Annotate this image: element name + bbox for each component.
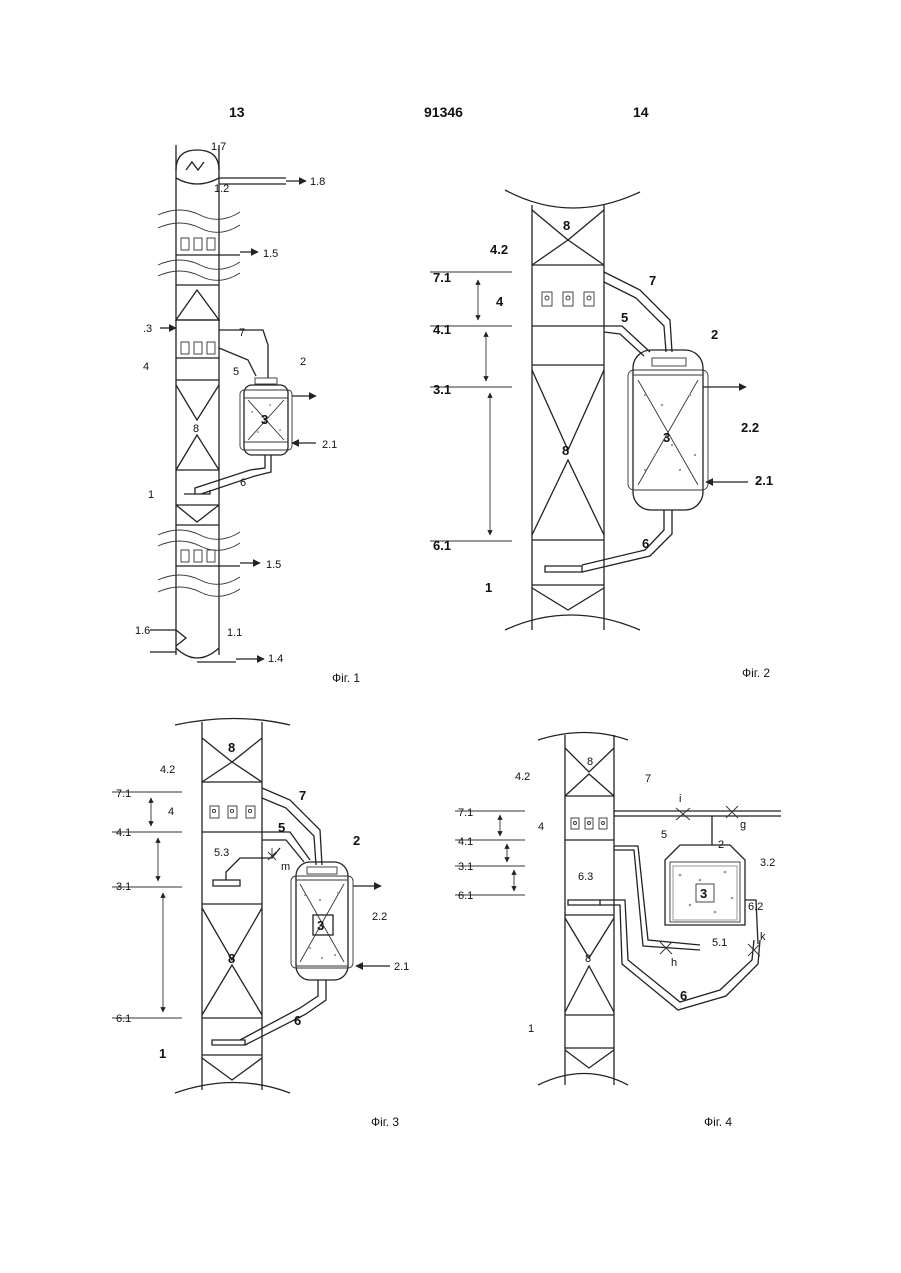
fig1-label-5: 5	[233, 366, 239, 378]
fig3-reactor	[226, 788, 390, 1045]
fig1-label-2.1: 2.1	[322, 439, 337, 451]
fig4-label-g: g	[740, 819, 746, 831]
fig3-caption: Фіг. 3	[371, 1115, 399, 1129]
fig3-label-6: 6	[294, 1013, 301, 1028]
fig4-label-6: 6	[680, 988, 687, 1003]
fig4-label-k: k	[760, 931, 766, 943]
fig1-label-1: 1	[148, 489, 154, 501]
fig1-column	[150, 145, 306, 662]
fig4-label-6.1: 6.1	[458, 890, 473, 902]
fig2-column	[505, 190, 640, 630]
fig1-label-8: 8	[193, 423, 199, 435]
fig4-label-i: i	[679, 793, 681, 805]
fig1-label-1.4: 1.4	[268, 653, 283, 665]
fig4-label-7: 7	[645, 773, 651, 785]
fig1-label-1.5-upper: 1.5	[263, 248, 278, 260]
fig2-caption: Фіг. 2	[742, 666, 770, 680]
fig4-label-6.3: 6.3	[578, 871, 593, 883]
fig2-dimensions	[430, 272, 512, 541]
fig2-label-3.1: 3.1	[433, 382, 451, 397]
fig3-column	[175, 719, 290, 1094]
fig4-label-6.2: 6.2	[748, 901, 763, 913]
fig3-label-8-top: 8	[228, 740, 235, 755]
fig2-label-4.2: 4.2	[490, 242, 508, 257]
fig1-label-1.5-lower: 1.5	[266, 559, 281, 571]
fig3-label-4.2: 4.2	[160, 764, 175, 776]
fig4-caption: Фіг. 4	[704, 1115, 732, 1129]
fig3-label-8: 8	[228, 951, 235, 966]
fig1-label-6: 6	[240, 477, 246, 489]
figure-2: 8 4.2 7.1 4 7 5 4.1 2 3.1 3 8 2.2 2.1 6.…	[430, 190, 773, 680]
fig2-label-6.1: 6.1	[433, 538, 451, 553]
fig1-caption: Фіг. 1	[332, 671, 360, 685]
fig1-label-2: 2	[300, 356, 306, 368]
fig1-label-1.2: 1.2	[214, 183, 229, 195]
fig2-label-4.1: 4.1	[433, 322, 451, 337]
figure-4: 8 4.2 7 i g 7.1 4 5 4.1 2 3.2 3.1 6.3 3 …	[455, 733, 781, 1130]
fig3-label-3.1: 3.1	[116, 881, 131, 893]
fig4-label-3.1: 3.1	[458, 861, 473, 873]
fig1-label-1.8: 1.8	[310, 176, 325, 188]
fig3-label-5.3: 5.3	[214, 847, 229, 859]
fig2-label-8-top: 8	[563, 218, 570, 233]
fig4-label-2: 2	[718, 839, 724, 851]
fig3-label-4: 4	[168, 806, 174, 818]
fig2-label-7: 7	[649, 273, 656, 288]
fig1-label-3: 3	[261, 412, 268, 427]
fig3-label-6.1: 6.1	[116, 1013, 131, 1025]
fig2-label-2: 2	[711, 327, 718, 342]
fig1-label-4: 4	[143, 361, 149, 373]
fig4-dimensions	[455, 811, 525, 895]
fig2-label-2.1: 2.1	[755, 473, 773, 488]
fig2-label-8: 8	[562, 443, 569, 458]
fig2-label-7.1: 7.1	[433, 270, 451, 285]
fig3-label-7: 7	[299, 788, 306, 803]
fig3-label-2: 2	[353, 833, 360, 848]
fig3-label-4.1: 4.1	[116, 827, 131, 839]
fig2-label-6: 6	[642, 536, 649, 551]
fig2-label-4: 4	[496, 294, 504, 309]
fig1-label-1.3: .3	[143, 323, 152, 335]
fig4-label-8: 8	[585, 953, 591, 965]
fig2-reactor	[582, 272, 748, 572]
fig4-label-4.1: 4.1	[458, 836, 473, 848]
fig3-dimensions	[112, 792, 182, 1018]
fig4-label-4: 4	[538, 821, 544, 833]
fig3-label-3: 3	[317, 918, 324, 933]
fig4-label-5: 5	[661, 829, 667, 841]
fig4-label-3: 3	[700, 886, 707, 901]
fig3-label-5: 5	[278, 820, 285, 835]
fig3-label-2.2: 2.2	[372, 911, 387, 923]
fig2-label-3: 3	[663, 430, 670, 445]
fig2-label-1: 1	[485, 580, 492, 595]
fig4-label-4.2: 4.2	[515, 771, 530, 783]
fig4-label-5.1: 5.1	[712, 937, 727, 949]
fig3-label-2.1: 2.1	[394, 961, 409, 973]
fig1-label-1.1: 1.1	[227, 627, 242, 639]
figure-3: 8 4.2 7.1 4 7 4.1 5 2 5.3 m 3.1 2.2 3 8 …	[112, 719, 409, 1130]
fig1-label-7: 7	[239, 327, 245, 339]
fig4-label-h: h	[671, 957, 677, 969]
fig3-label-7.1: 7.1	[116, 788, 131, 800]
fig4-label-1: 1	[528, 1023, 534, 1035]
fig2-label-5: 5	[621, 310, 628, 325]
fig4-label-8-top: 8	[587, 756, 593, 768]
fig4-label-3.2: 3.2	[760, 857, 775, 869]
fig3-label-m: m	[281, 861, 290, 873]
fig1-label-1.7: 1.7	[211, 141, 226, 153]
fig4-column	[538, 733, 628, 1086]
fig1-label-1.6: 1.6	[135, 625, 150, 637]
fig2-label-2.2: 2.2	[741, 420, 759, 435]
fig3-label-1: 1	[159, 1046, 166, 1061]
fig4-label-7.1: 7.1	[458, 807, 473, 819]
figure-1: 1.7 1.8 1.2 1.5 .3 7 2 4 5 3 8 2.1 1 6 1…	[135, 141, 360, 685]
